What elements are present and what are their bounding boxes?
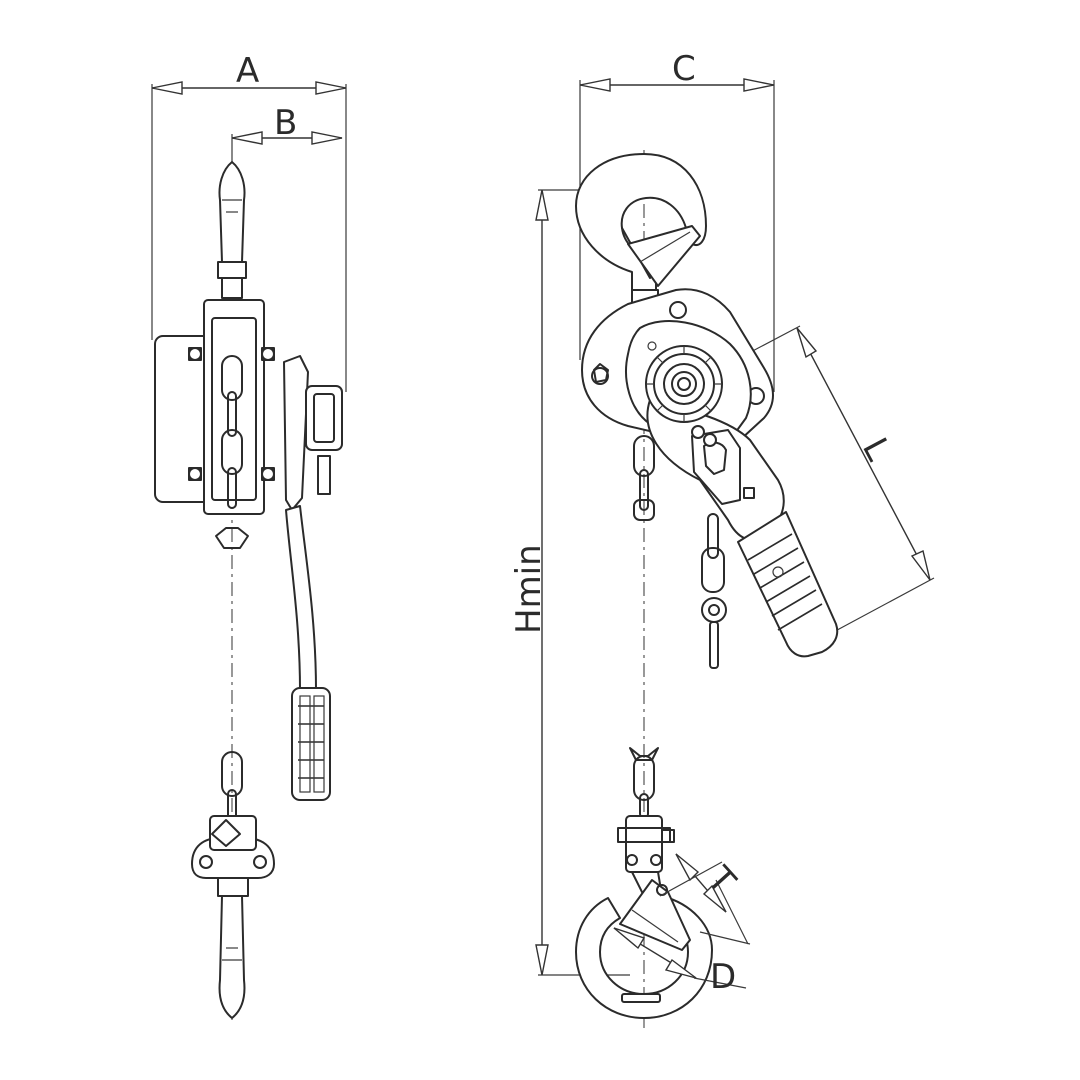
front-lever (646, 399, 839, 658)
dimension-b-label: B (274, 103, 297, 143)
dimension-c-label: C (672, 49, 696, 89)
front-slack-chain (701, 513, 727, 669)
dimension-l-label: L (854, 431, 898, 467)
dimension-a-label: A (236, 51, 259, 91)
top-hook-front (575, 153, 707, 305)
dimension-hmin-label: Hmin (509, 544, 549, 634)
side-lever (283, 355, 343, 801)
dimension-a: A (151, 51, 347, 392)
side-bottom-block (191, 751, 275, 897)
side-frame (188, 299, 275, 515)
side-load-chain (215, 355, 249, 549)
front-view: C Hmin L (509, 49, 935, 1030)
front-load-chain (633, 435, 655, 521)
side-view: A B (151, 51, 347, 1020)
ratchet-wheel (645, 345, 723, 423)
dimension-d-label: D (710, 957, 736, 997)
dimension-l: L (689, 325, 935, 637)
dimension-d: D (613, 927, 747, 997)
bottom-hook-side (218, 895, 246, 1019)
bottom-hook-front (575, 871, 713, 1019)
top-hook-side (217, 161, 247, 299)
front-bottom-block (617, 815, 675, 873)
dimension-hmin: Hmin (509, 189, 640, 976)
dimension-b: B (231, 103, 343, 170)
